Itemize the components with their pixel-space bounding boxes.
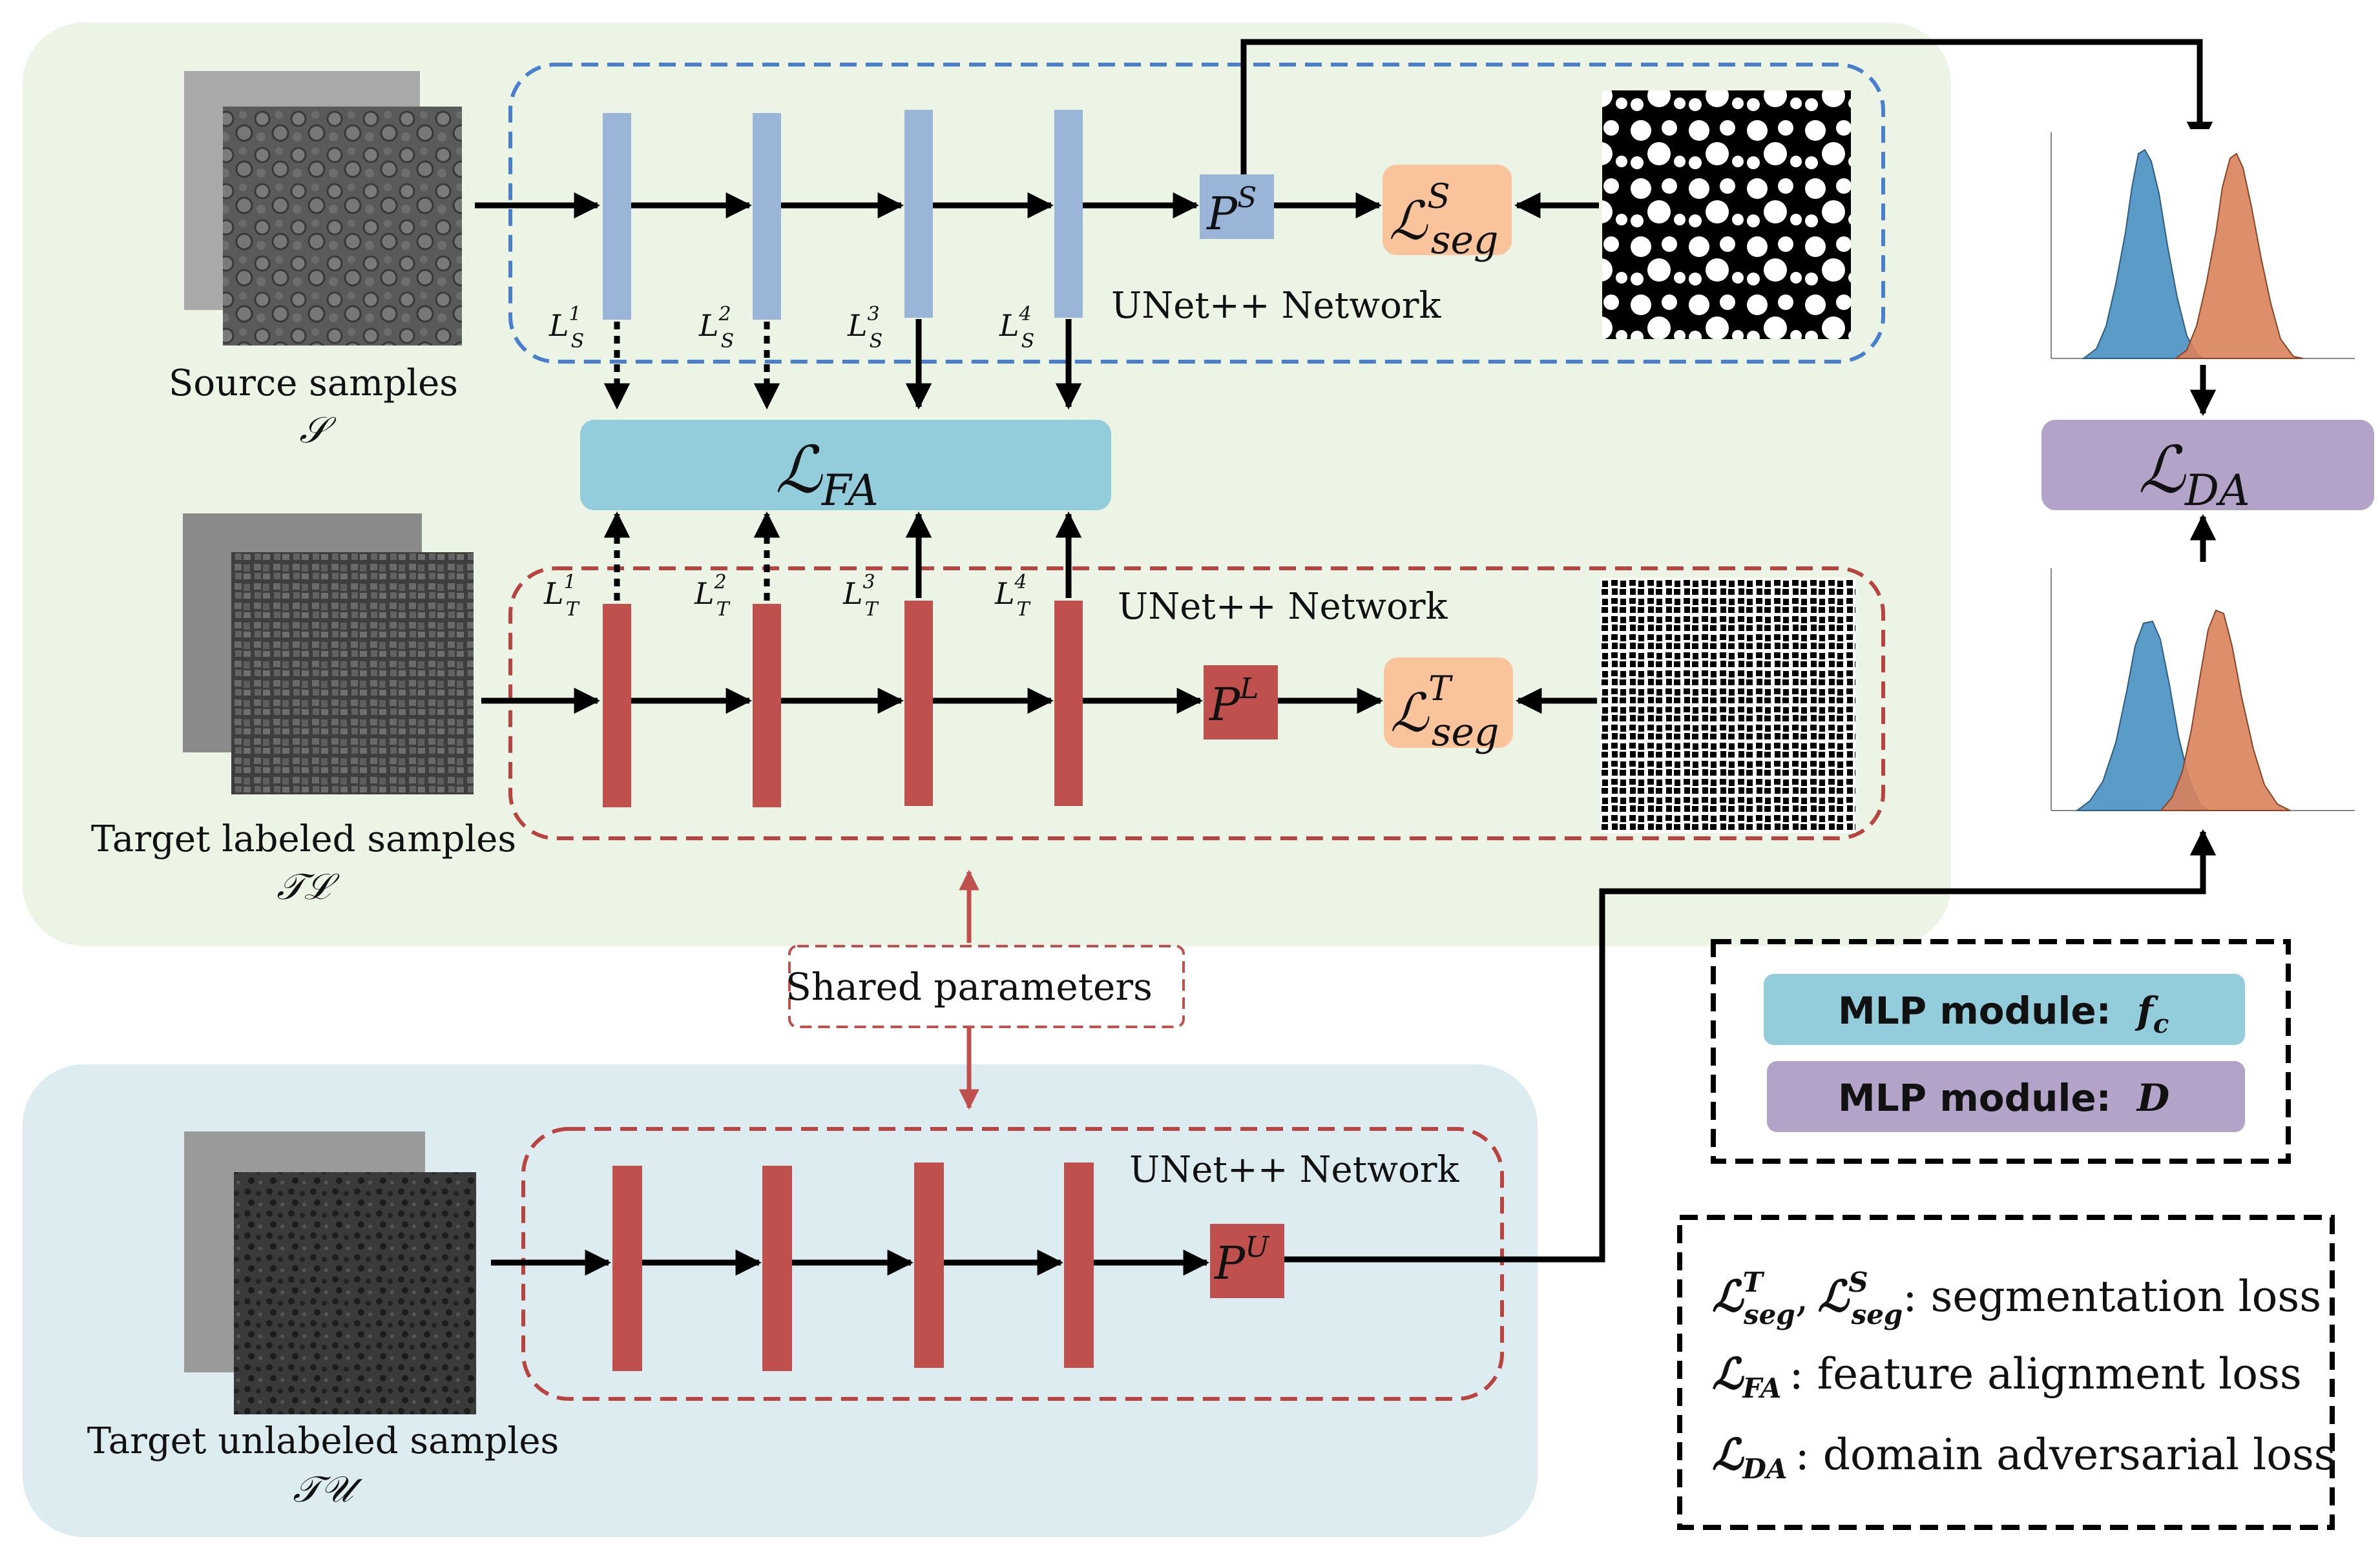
mlp-d-label: MLP module:D	[1838, 1076, 2169, 1120]
target-labeled-network-label: UNet++ Network	[1118, 586, 1448, 628]
target-labeled-block-4	[1054, 601, 1083, 806]
target-labeled-block-3	[904, 601, 933, 806]
source-to-histogram-connector	[1240, 39, 2213, 174]
source-prediction: PS	[1206, 181, 1257, 240]
target-unlabeled-prediction: PU	[1213, 1231, 1270, 1290]
legend-da-loss: ℒDA: domain adversarial loss	[1712, 1429, 2336, 1485]
target-seg-loss-box	[1384, 657, 1513, 748]
source-network-box	[508, 63, 1885, 364]
source-label: Source samples	[169, 362, 458, 404]
loss-legend-frame	[1677, 1215, 2335, 1530]
source-seg-loss-box	[1383, 165, 1512, 255]
target-labeled-prediction-box	[1204, 665, 1278, 739]
source-encoder-block-2	[753, 113, 781, 320]
source-encoder-block-1	[603, 113, 631, 320]
histogram-bottom-orange	[2159, 609, 2291, 811]
target-unlabeled-symbol: 𝒯𝒰	[293, 1469, 362, 1511]
mlp-d-box	[1767, 1061, 2245, 1132]
target-labeled-symbol: 𝒯ℒ	[277, 866, 340, 908]
target-labeled-image-front	[231, 552, 474, 794]
target-unlabeled-block-2	[762, 1166, 792, 1371]
target-labeled-prediction: PL	[1208, 672, 1258, 731]
feature-alignment-loss: ℒFA	[775, 432, 879, 515]
histogram-top-orange	[2174, 152, 2304, 359]
target-ground-truth-mask	[1600, 578, 1855, 833]
shared-parameters-box	[788, 945, 1185, 1028]
mlp-legend-frame	[1711, 939, 2291, 1164]
source-encoder-block-4	[1054, 110, 1083, 318]
unlabeled-to-histogram-connector	[1284, 829, 2217, 1263]
source-encoder-block-3	[904, 110, 933, 318]
target-unlabeled-image-front	[234, 1172, 476, 1414]
legend-fa-loss: ℒFA: feature alignment loss	[1712, 1348, 2302, 1404]
source-prediction-box	[1200, 174, 1274, 239]
target-unlabeled-block-3	[914, 1162, 944, 1368]
mlp-fc-box	[1764, 974, 2245, 1045]
target-labeled-block-2	[753, 604, 781, 807]
shared-parameters-label: Shared parameters	[786, 965, 1153, 1009]
target-unlabeled-block-1	[612, 1166, 642, 1371]
domain-adversarial-loss: ℒDA	[2138, 432, 2250, 515]
feature-alignment-loss-box	[580, 420, 1111, 510]
target-labeled-label: Target labeled samples	[91, 818, 516, 860]
source-network-label: UNet++ Network	[1111, 285, 1442, 327]
domain-adversarial-loss-box	[2041, 420, 2374, 510]
target-labeled-block-1	[603, 604, 631, 807]
histogram-bottom	[2029, 565, 2358, 817]
target-unlabeled-prediction-box	[1210, 1224, 1284, 1298]
target-unlabeled-network-label: UNet++ Network	[1129, 1149, 1460, 1191]
target-unlabeled-block-4	[1064, 1162, 1094, 1368]
source-ground-truth-mask	[1602, 90, 1851, 339]
histogram-top	[2029, 129, 2358, 362]
mlp-fc-label: MLP module:fc	[1838, 989, 2169, 1039]
target-unlabeled-label: Target unlabeled samples	[87, 1420, 559, 1462]
source-image-front	[223, 107, 462, 346]
